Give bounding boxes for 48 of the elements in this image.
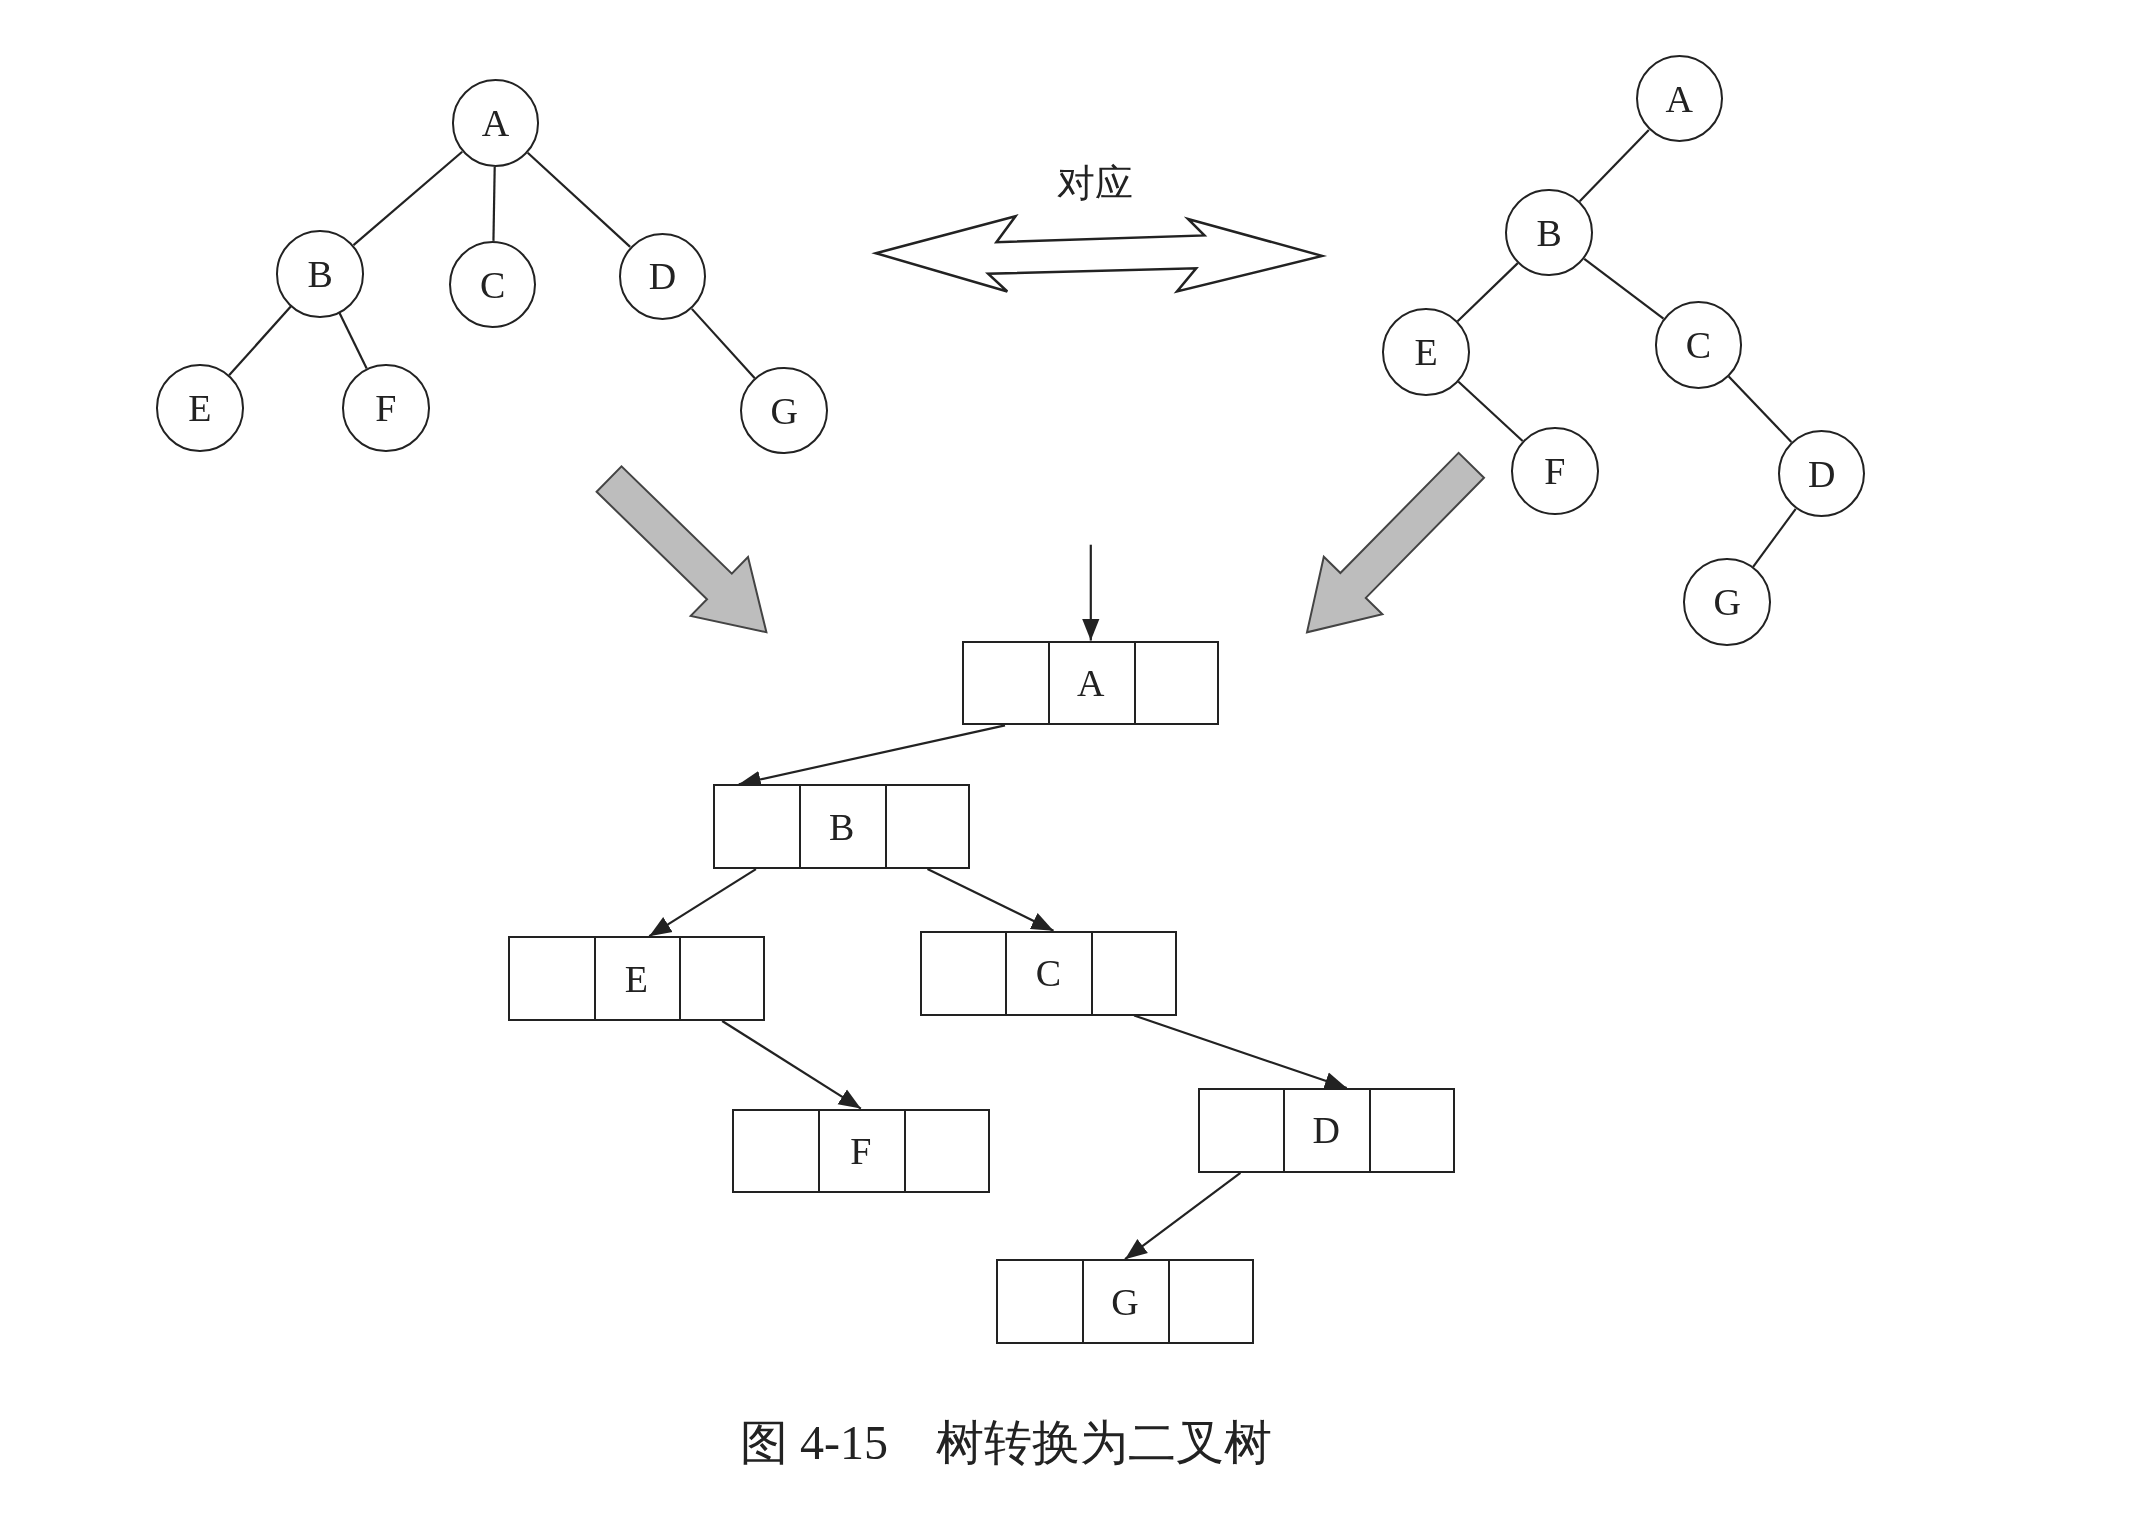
tree-edge	[691, 308, 756, 379]
tree-edge	[1456, 262, 1519, 323]
node-letter: C	[480, 265, 506, 304]
node-letter: B	[828, 807, 856, 846]
arrow	[927, 868, 1054, 932]
arrow	[721, 1020, 862, 1110]
tree-edge	[1578, 129, 1650, 202]
node-letter: A	[481, 104, 510, 143]
tree-edge	[352, 150, 463, 246]
tree-edge	[492, 166, 496, 241]
tree-edge	[1727, 375, 1793, 443]
node-letter: F	[375, 388, 397, 427]
node-letter: G	[1713, 583, 1741, 622]
linked-node-box	[962, 640, 1220, 726]
linked-node-box	[713, 784, 971, 870]
node-letter: E	[188, 388, 212, 427]
node-letter: B	[307, 254, 333, 293]
arrow	[648, 868, 757, 938]
linked-node-box	[919, 930, 1177, 1016]
tree-edge	[1457, 380, 1524, 442]
node-letter: D	[1311, 1111, 1341, 1150]
tree-edge	[526, 152, 631, 248]
tree-edge	[228, 305, 292, 376]
node-letter: D	[1807, 454, 1836, 493]
node-letter: E	[1414, 332, 1438, 371]
node-letter: B	[1536, 213, 1562, 252]
arrow	[1133, 1014, 1348, 1090]
node-letter: G	[1110, 1282, 1140, 1321]
node-letter: G	[770, 391, 798, 430]
arrow-label: 对应	[1055, 161, 1134, 208]
node-letter: C	[1685, 325, 1712, 364]
node-letter: E	[623, 959, 649, 998]
node-letter: A	[1665, 79, 1693, 118]
linked-node-box	[996, 1259, 1254, 1344]
linked-node-box	[507, 936, 766, 1021]
arrow	[1124, 1172, 1242, 1260]
tree-edge	[1752, 508, 1797, 568]
node-letter: A	[1076, 663, 1106, 702]
arrow	[1082, 544, 1100, 641]
figure-caption: 图 4-15 树转换为二叉树	[738, 1414, 1273, 1471]
node-letter: D	[648, 257, 677, 296]
tree-edge	[338, 312, 368, 369]
linked-node-box	[732, 1108, 990, 1194]
node-letter: F	[849, 1132, 873, 1170]
tree-edge	[1583, 258, 1665, 320]
node-letter: C	[1034, 954, 1063, 993]
linked-node-box	[1197, 1088, 1455, 1173]
node-letter: F	[1544, 451, 1566, 490]
